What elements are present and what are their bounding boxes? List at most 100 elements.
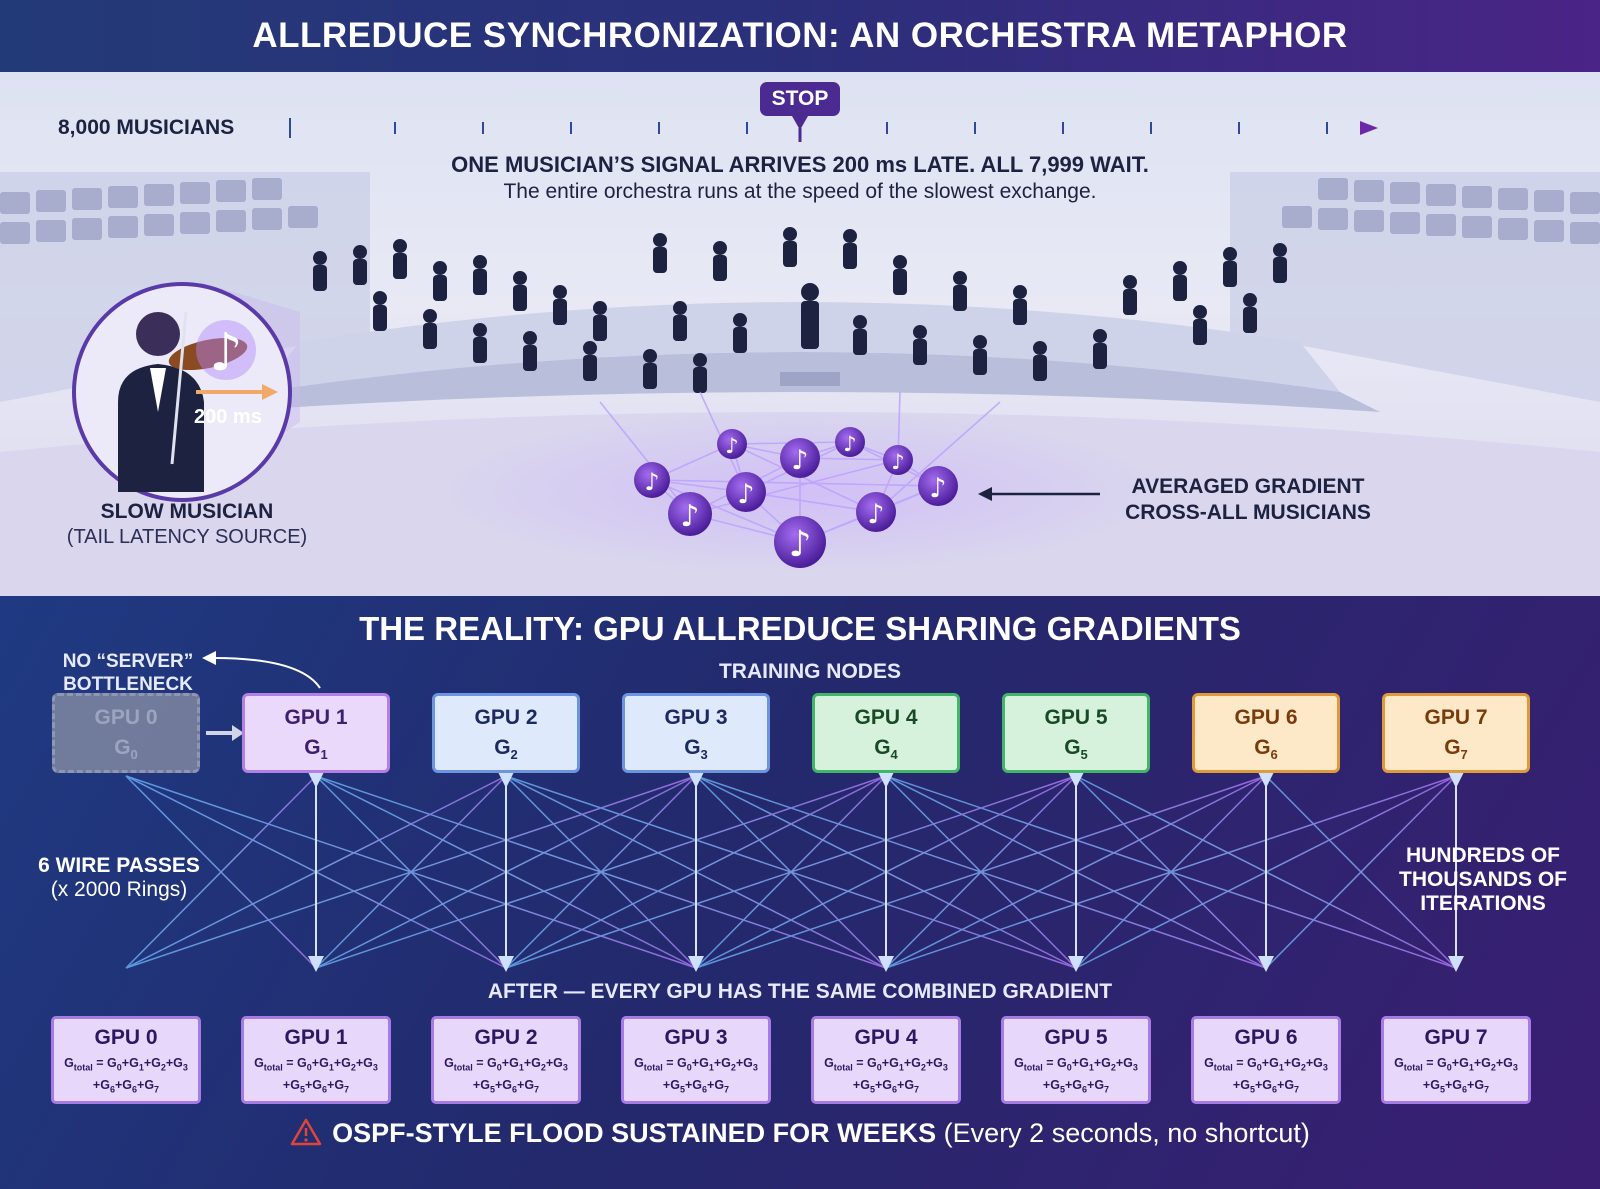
result-gpu-4: GPU 4 Gtotal = G0+G1+G2+G3+G5+G6+G7: [811, 1016, 961, 1104]
title-banner: ALLREDUCE SYNCHRONIZATION: AN ORCHESTRA …: [0, 0, 1600, 72]
wire-4-1: [315, 775, 887, 969]
svg-text:♪: ♪: [929, 473, 946, 504]
svg-text:♪: ♪: [891, 450, 904, 474]
timeline-ticks: [289, 118, 1328, 138]
result-gpu-5: GPU 5 Gtotal = G0+G1+G2+G3+G5+G6+G7: [1001, 1016, 1151, 1104]
wire-passes-line-1: 6 WIRE PASSES: [38, 854, 200, 877]
gpu-node-gradient: G7: [1444, 736, 1468, 763]
music-note-icon: ♪: [209, 323, 242, 383]
gpu-node-gradient: G2: [494, 736, 518, 763]
page-title: ALLREDUCE SYNCHRONIZATION: AN ORCHESTRA …: [252, 16, 1348, 55]
wire-passes-line-2: (x 2000 Rings): [50, 878, 188, 901]
gpu-node-gradient: G0: [114, 736, 138, 763]
training-nodes-label: TRAINING NODES: [718, 660, 901, 683]
svg-text:♪: ♪: [644, 468, 659, 496]
orchestra-scene: ♪ ♪ ♪ ♪ ♪ ♪ ♪ ♪ ♪: [0, 116, 1600, 596]
orchestra-panel: ♪ ♪ ♪ ♪ ♪ ♪ ♪ ♪ ♪: [0, 72, 1600, 596]
result-gpu-2: GPU 2 Gtotal = G0+G1+G2+G3+G5+G6+G7: [431, 1016, 581, 1104]
late-signal-subline: The entire orchestra runs at the speed o…: [503, 180, 1097, 203]
slow-musician-label: SLOW MUSICIAN: [100, 500, 274, 523]
orchestra-musicians: [313, 227, 1287, 393]
audience-seats-left: [0, 178, 318, 244]
no-server-line-1: NO “SERVER”: [62, 651, 194, 672]
result-gpu-name: GPU 0: [94, 1026, 158, 1049]
iterations-line-3: ITERATIONS: [1420, 892, 1546, 915]
wire-1-0: [125, 775, 317, 969]
gpu-node-name: GPU 6: [1234, 706, 1298, 729]
averaged-gradient-label: AVERAGED GRADIENT CROSS-ALL MUSICIANS: [1108, 474, 1388, 526]
flood-bold-text: OSPF-STYLE FLOOD SUSTAINED FOR WEEKS: [332, 1118, 937, 1148]
combined-gradient-formula: Gtotal = G0+G1+G2+G3+G5+G6+G7: [634, 1056, 758, 1094]
combined-gradient-formula: Gtotal = G0+G1+G2+G3+G5+G6+G7: [1014, 1056, 1138, 1094]
combined-gradient-formula: Gtotal = G0+G1+G2+G3+G5+G6+G7: [824, 1056, 948, 1094]
gpu-node-name: GPU 2: [474, 706, 538, 729]
result-gpu-name: GPU 6: [1234, 1026, 1298, 1049]
wire-7-4: [885, 775, 1457, 969]
flood-rest-text: (Every 2 seconds, no shortcut): [936, 1118, 1310, 1148]
gpu-node-gradient: G5: [1064, 736, 1088, 763]
gpu-node-name: GPU 4: [854, 706, 918, 729]
wire-passes-label: 6 WIRE PASSES (x 2000 Rings): [24, 854, 214, 902]
result-gpu-name: GPU 7: [1424, 1026, 1488, 1049]
gpu-node-gradient: G1: [304, 736, 328, 763]
gradient-notes: ♪ ♪ ♪ ♪ ♪ ♪ ♪ ♪ ♪ ♪: [634, 427, 958, 568]
gpu-node-7: GPU 7 G7: [1382, 693, 1530, 773]
no-server-bottleneck-label: NO “SERVER” BOTTLENECK: [48, 650, 208, 696]
gpu-allreduce-panel: THE REALITY: GPU ALLREDUCE SHARING GRADI…: [0, 596, 1600, 1189]
latency-label: 200 ms: [194, 406, 262, 428]
result-gpu-6: GPU 6 Gtotal = G0+G1+G2+G3+G5+G6+G7: [1191, 1016, 1341, 1104]
allreduce-wires: [125, 651, 1464, 972]
gpu-node-0: GPU 0 G0: [52, 693, 200, 773]
result-gpu-name: GPU 3: [664, 1026, 728, 1049]
wire-6-3: [695, 775, 1267, 969]
wire-3-0: [125, 775, 697, 969]
result-gpu-7: GPU 7 Gtotal = G0+G1+G2+G3+G5+G6+G7: [1381, 1016, 1531, 1104]
result-gpu-name: GPU 2: [474, 1026, 538, 1049]
svg-text:♪: ♪: [843, 432, 856, 456]
gpu-node-5: GPU 5 G5: [1002, 693, 1150, 773]
gpu-node-gradient: G3: [684, 736, 708, 763]
svg-text:♪: ♪: [867, 499, 884, 530]
gpu-node-2: GPU 2 G2: [432, 693, 580, 773]
gpu-node-3: GPU 3 G3: [622, 693, 770, 773]
flood-footer: OSPF-STYLE FLOOD SUSTAINED FOR WEEKS (Ev…: [0, 1118, 1600, 1149]
audience-seats-right: [1282, 178, 1600, 244]
iterations-line-1: HUNDREDS OF: [1405, 844, 1560, 867]
gpu-node-gradient: G4: [874, 736, 898, 763]
gpu-node-name: GPU 0: [94, 706, 158, 729]
late-signal-headline: ONE MUSICIAN’S SIGNAL ARRIVES 200 ms LAT…: [451, 152, 1149, 177]
gpu-node-name: GPU 5: [1044, 706, 1108, 729]
stop-badge: STOP: [760, 82, 840, 116]
combined-gradient-formula: Gtotal = G0+G1+G2+G3+G5+G6+G7: [444, 1056, 568, 1094]
gpu-node-name: GPU 3: [664, 706, 728, 729]
wire-5-2: [505, 775, 1077, 969]
result-gpu-name: GPU 4: [854, 1026, 918, 1049]
iterations-label: HUNDREDS OF THOUSANDS OF ITERATIONS: [1378, 844, 1588, 916]
combined-gradient-formula: Gtotal = G0+G1+G2+G3+G5+G6+G7: [1204, 1056, 1328, 1094]
gpu-node-4: GPU 4 G4: [812, 693, 960, 773]
reality-title: THE REALITY: GPU ALLREDUCE SHARING GRADI…: [359, 610, 1241, 647]
after-label: AFTER — EVERY GPU HAS THE SAME COMBINED …: [487, 980, 1113, 1003]
result-gpu-3: GPU 3 Gtotal = G0+G1+G2+G3+G5+G6+G7: [621, 1016, 771, 1104]
iterations-line-2: THOUSANDS OF: [1399, 868, 1567, 891]
gpu-node-name: GPU 1: [284, 706, 348, 729]
gpu-node-6: GPU 6 G6: [1192, 693, 1340, 773]
svg-text:♪: ♪: [737, 479, 754, 510]
tail-latency-label: (TAIL LATENCY SOURCE): [66, 526, 308, 548]
gpu-node-1: GPU 1 G1: [242, 693, 390, 773]
combined-gradient-formula: Gtotal = G0+G1+G2+G3+G5+G6+G7: [1394, 1056, 1518, 1094]
no-server-line-2: BOTTLENECK: [63, 674, 193, 695]
svg-text:♪: ♪: [791, 445, 808, 476]
musicians-count: 8,000 MUSICIANS: [58, 116, 235, 139]
averaged-gradient-line-1: AVERAGED GRADIENT: [1131, 475, 1365, 498]
svg-text:♪: ♪: [680, 499, 699, 534]
gpu-node-name: GPU 7: [1424, 706, 1488, 729]
combined-gradient-formula: Gtotal = G0+G1+G2+G3+G5+G6+G7: [254, 1056, 378, 1094]
result-gpu-name: GPU 5: [1044, 1026, 1108, 1049]
warning-triangle-icon: [290, 1118, 322, 1146]
gpu-node-gradient: G6: [1254, 736, 1278, 763]
averaged-gradient-line-2: CROSS-ALL MUSICIANS: [1125, 501, 1371, 524]
